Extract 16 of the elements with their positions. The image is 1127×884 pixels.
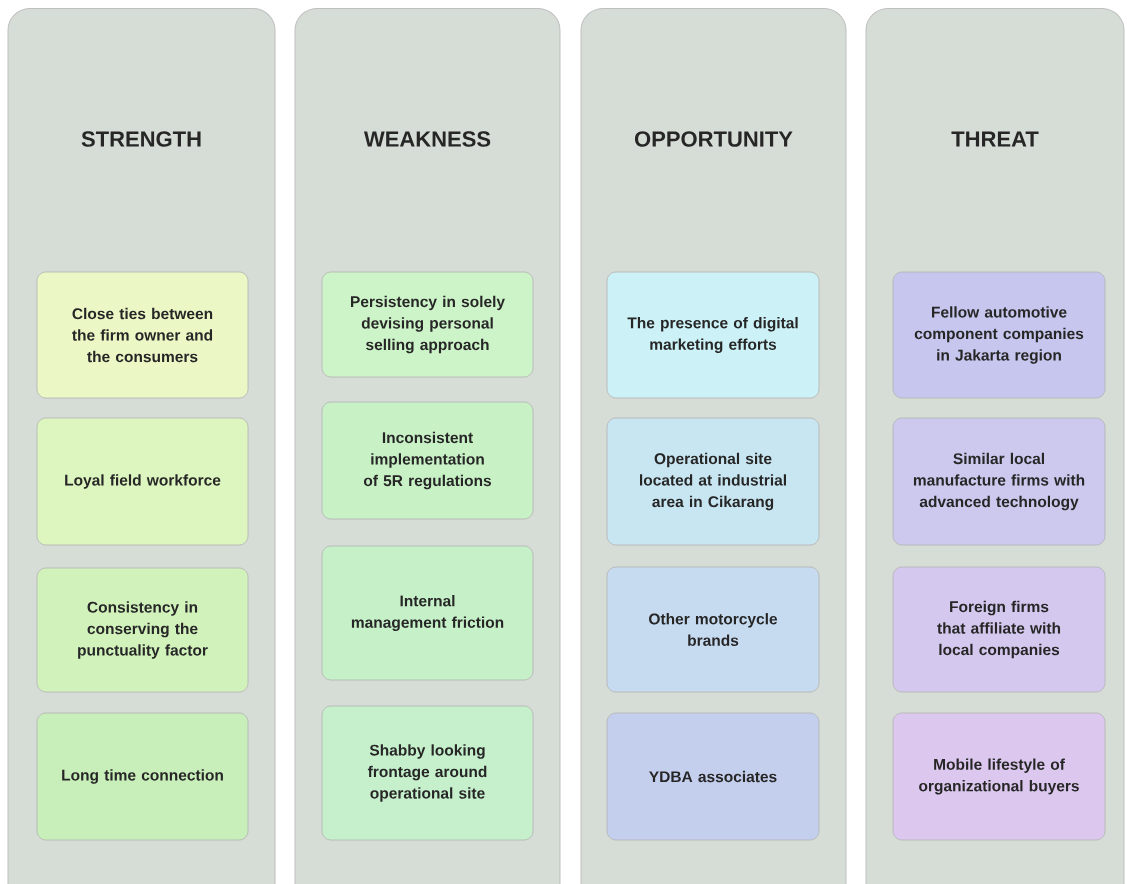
item-box: Close ties between the firm owner and the consumers bbox=[36, 271, 249, 399]
item-box: Inconsistent implementation of 5R regulations bbox=[321, 401, 534, 520]
item-box: Mobile lifestyle of organizational buyers bbox=[892, 712, 1106, 841]
item-box: The presence of digital marketing efforts bbox=[606, 271, 820, 399]
item-box: Persistency in solely devising personal selling approach bbox=[321, 271, 534, 378]
item-box: Similar local manufacture firms with advanced technology bbox=[892, 417, 1106, 546]
item-box: Foreign firms that affiliate with local companies bbox=[892, 566, 1106, 693]
item-box: YDBA associates bbox=[606, 712, 820, 841]
item-box: Internal management friction bbox=[321, 545, 534, 681]
item-box: Fellow automotive component companies in Jakarta region bbox=[892, 271, 1106, 399]
item-box: Operational site located at industrial area in Cikarang bbox=[606, 417, 820, 546]
item-box: Shabby looking frontage around operational site bbox=[321, 705, 534, 841]
item-box: Other motorcycle brands bbox=[606, 566, 820, 693]
item-box: Loyal field workforce bbox=[36, 417, 249, 546]
item-box: Consistency in conserving the punctuality factor bbox=[36, 567, 249, 693]
item-box: Long time connection bbox=[36, 712, 249, 841]
